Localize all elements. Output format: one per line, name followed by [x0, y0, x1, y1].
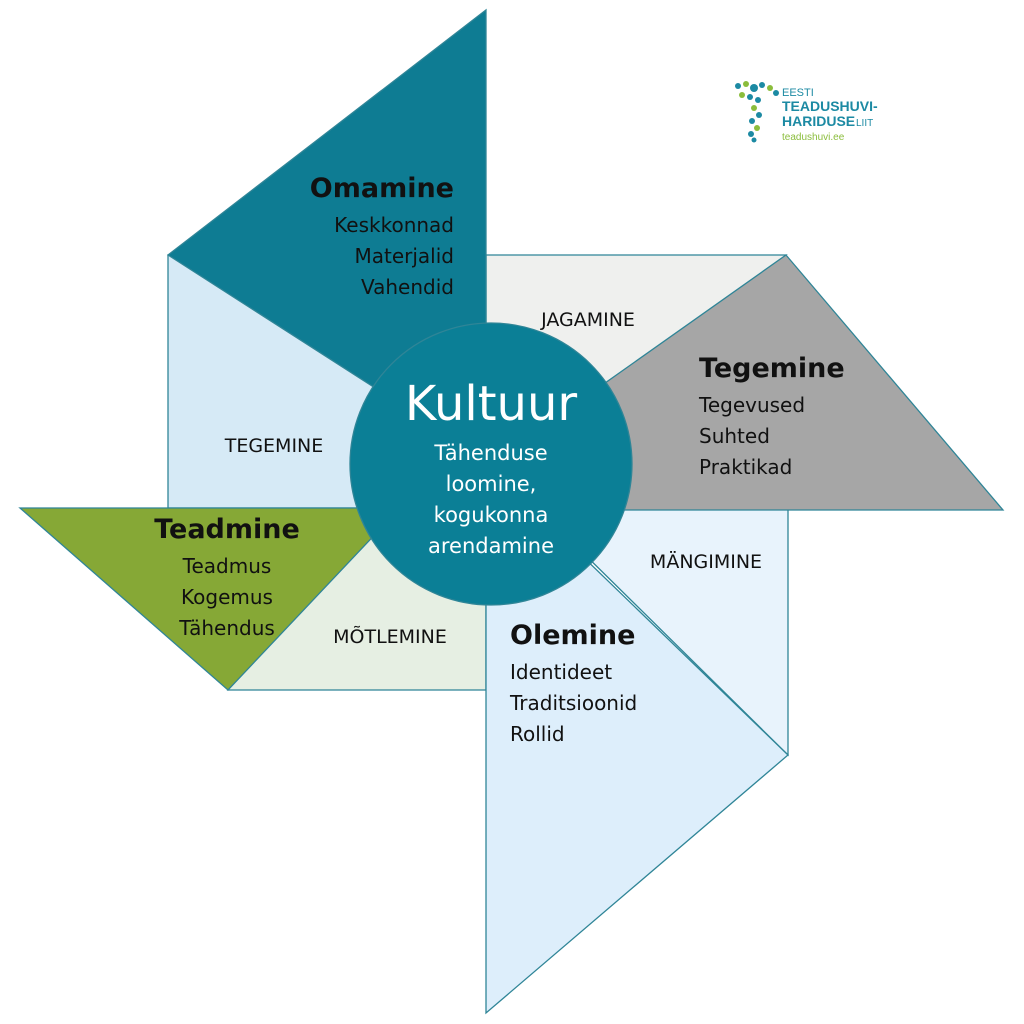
logo-url: teadushuvi.ee — [782, 132, 845, 143]
omamine-item: Materjalid — [354, 244, 454, 268]
teadushuvi-logo: EESTI TEADUSHUVI- HARIDUSE LIIT teadushu… — [735, 81, 878, 143]
teadmine-item: Tähendus — [178, 616, 275, 640]
kultuur-circle — [349, 322, 633, 606]
jagamine-label: JAGAMINE — [540, 309, 635, 331]
tegemine-title: Tegemine — [699, 353, 845, 384]
tegemine-item: Praktikad — [699, 455, 792, 479]
motlemine-label: MÕTLEMINE — [333, 625, 447, 648]
logo-line3: HARIDUSE — [782, 113, 855, 129]
teadmine-item: Kogemus — [181, 585, 273, 609]
center-line: arendamine — [428, 534, 554, 558]
olemine-item: Traditsioonid — [509, 691, 637, 715]
tegemine-item: Suhted — [699, 424, 770, 448]
teadmine-title: Teadmine — [154, 514, 300, 545]
teadmine-blade — [18, 507, 402, 691]
center-title: Kultuur — [405, 376, 578, 432]
olemine-blade — [485, 461, 789, 1015]
tegemine-item: Tegevused — [698, 393, 805, 417]
olemine-item: Identideet — [510, 660, 612, 684]
tegemine-process-label: TEGEMINE — [224, 435, 324, 457]
logo-line3b: LIIT — [856, 118, 873, 129]
omamine-item: Vahendid — [361, 275, 454, 299]
logo-line2: TEADUSHUVI- — [782, 98, 878, 114]
logo-t-mark-icon — [735, 81, 779, 143]
olemine-title: Olemine — [510, 620, 635, 651]
omamine-title: Omamine — [310, 173, 454, 204]
olemine-item: Rollid — [510, 722, 565, 746]
center-line: Tähenduse — [433, 441, 547, 465]
mangimine-label: MÄNGIMINE — [650, 550, 762, 573]
center-line: kogukonna — [434, 503, 549, 527]
teadmine-item: Teadmus — [182, 554, 272, 578]
center-line: loomine, — [446, 472, 537, 496]
omamine-item: Keskkonnad — [334, 213, 454, 237]
logo-line1: EESTI — [782, 87, 814, 99]
